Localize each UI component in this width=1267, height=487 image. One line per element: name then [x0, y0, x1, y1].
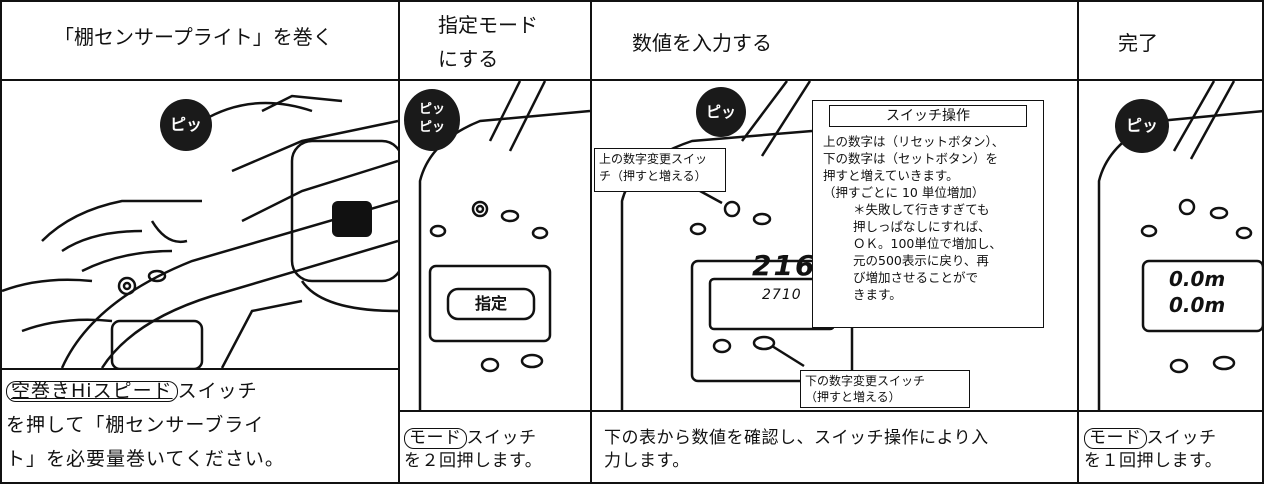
illustration-mode-switch: ピッ ピッ 指定: [400, 81, 590, 410]
header-complete: 完了: [1118, 31, 1158, 55]
header-input-value: 数値を入力する: [632, 31, 772, 55]
header-designated-mode-2: にする: [438, 47, 499, 71]
op-note: ＯＫ。100単位で増加し、: [853, 236, 1002, 251]
key-mode: モード: [404, 428, 467, 449]
row-divider: [398, 410, 1264, 412]
caption-step3: 下の表から数値を確認し、スイッチ操作により入 力します。: [604, 428, 989, 471]
caption-step4: モードスイッチ を１回押します。: [1084, 428, 1223, 471]
illustration-complete: ピッ 0.0m 0.0m: [1079, 81, 1264, 410]
caption-step1: 空巻きHiスピードスイッチ を押して「棚センサーブライ ト」を必要量巻いてくださ…: [6, 380, 285, 470]
column-divider: [1077, 0, 1079, 484]
illustration-hand-pressing: ピッ: [2, 81, 398, 368]
key-mode: モード: [1084, 428, 1147, 449]
op-line: 押すと増えていきます。: [823, 168, 959, 183]
header-designated-mode-1: 指定モード: [438, 13, 538, 37]
beep-badge: ピッ: [160, 99, 212, 151]
op-line: 上の数字は（リセットボタン）、: [823, 134, 1005, 149]
op-note: 押しっぱなしにすれば、: [853, 219, 991, 234]
callout-upper-switch: 上の数字変更スイッ チ（押すと増える）: [594, 148, 726, 192]
switch-operation-box: スイッチ操作 上の数字は（リセットボタン）、 下の数字は（セットボタン）を 押す…: [812, 100, 1044, 328]
beep-badge: ピッ: [1115, 99, 1169, 153]
op-note: きます。: [853, 287, 902, 302]
column-divider: [590, 0, 592, 484]
op-line: （押すごとに 10 単位増加）: [823, 185, 985, 200]
column-divider: [398, 0, 400, 484]
caption-step2: モードスイッチ を２回押します。: [404, 428, 543, 471]
op-note: び増加させることがで: [853, 270, 979, 285]
display-text: 指定: [474, 294, 507, 313]
callout-lower-switch: 下の数字変更スイッチ （押すと増える）: [800, 370, 970, 408]
op-note: ＊失敗して行きすぎても: [853, 202, 990, 217]
header-wind-sensor-light: 「棚センサープライト」を巻く: [54, 25, 333, 49]
op-line: 下の数字は（セットボタン）を: [823, 151, 999, 166]
header-divider: [0, 79, 1264, 81]
display-lower-meters: 0.0m: [1169, 293, 1226, 317]
beep-badge: ピッ: [696, 87, 746, 137]
switch-operation-title: スイッチ操作: [829, 105, 1027, 127]
row-divider: [0, 368, 398, 370]
key-hi-speed: 空巻きHiスピード: [6, 381, 178, 402]
beep-beep-badge: ピッ ピッ: [404, 89, 460, 151]
op-note: 元の500表示に戻り、再: [853, 253, 989, 268]
display-lower-number: 2710: [762, 287, 802, 303]
display-upper-meters: 0.0m: [1169, 267, 1226, 291]
